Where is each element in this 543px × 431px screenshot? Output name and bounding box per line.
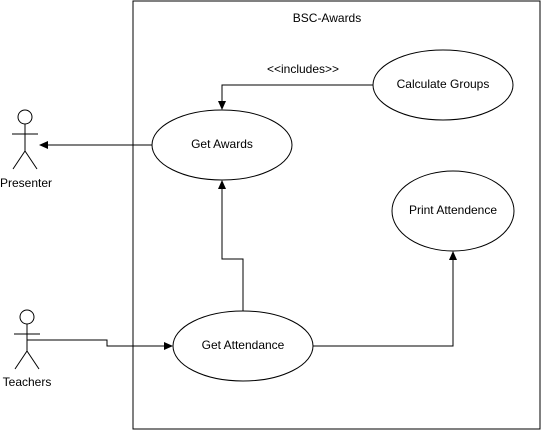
use-case-print-attendence-label: Print Attendence xyxy=(409,203,497,217)
system-title: BSC-Awards xyxy=(293,11,361,25)
use-case-calculate-groups[interactable]: Calculate Groups xyxy=(372,49,514,121)
actor-right-leg xyxy=(26,350,40,370)
actor-left-leg xyxy=(14,350,28,370)
connector-attendance-to-print xyxy=(313,251,457,347)
use-case-get-awards-label: Get Awards xyxy=(191,137,253,151)
actor-presenter[interactable]: Presenter xyxy=(0,109,52,190)
includes-label: <<includes>> xyxy=(267,62,339,76)
actor-head xyxy=(17,109,33,125)
actor-head xyxy=(19,309,35,325)
connector-includes xyxy=(218,84,373,110)
use-case-get-awards[interactable]: Get Awards xyxy=(151,109,293,181)
connector-teachers-to-attendance xyxy=(27,339,173,350)
actor-right-leg xyxy=(24,150,38,170)
use-case-get-attendance[interactable]: Get Attendance xyxy=(172,310,314,382)
actor-teachers[interactable]: Teachers xyxy=(3,309,52,389)
actor-teachers-label: Teachers xyxy=(3,375,52,389)
use-case-calculate-groups-label: Calculate Groups xyxy=(397,77,490,91)
actor-presenter-label: Presenter xyxy=(0,176,52,190)
connector-attendance-to-awards xyxy=(218,180,244,311)
actor-left-leg xyxy=(12,150,26,170)
use-case-print-attendence[interactable]: Print Attendence xyxy=(391,170,515,252)
use-case-get-attendance-label: Get Attendance xyxy=(202,338,285,352)
